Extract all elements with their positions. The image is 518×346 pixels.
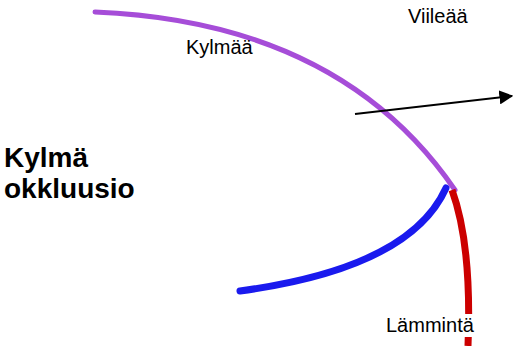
diagram-title: Kylmä okkluusio	[4, 142, 135, 205]
air-mass-label: Lämmintä	[384, 314, 476, 337]
air-mass-label: Viileää	[408, 5, 468, 28]
air-mass-label: Kylmää	[186, 36, 253, 59]
cold-front-line	[240, 188, 446, 291]
occluded-front-line	[95, 12, 455, 190]
motion-arrow	[355, 96, 512, 114]
